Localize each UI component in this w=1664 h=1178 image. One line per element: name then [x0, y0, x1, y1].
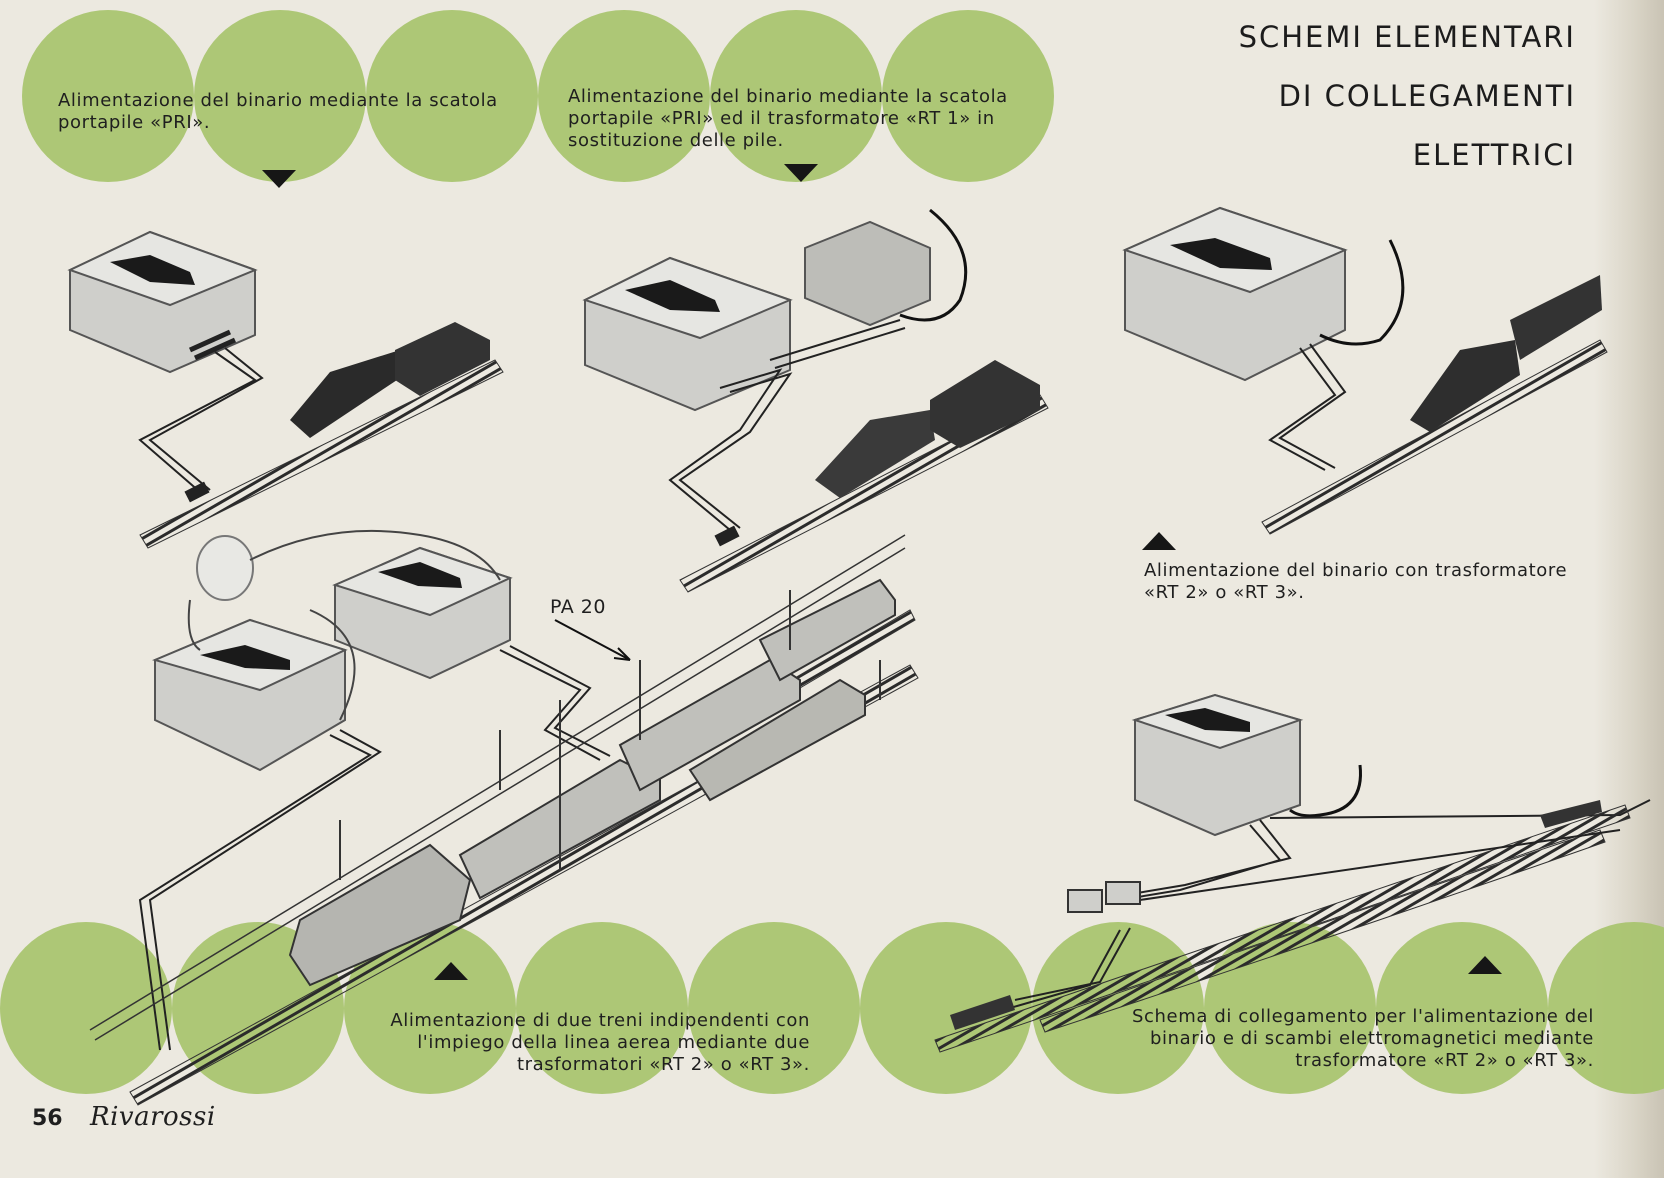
brand-logo-rivarossi: Rivarossi [90, 1102, 216, 1132]
title-line-2: DI COLLEGAMENTI [1278, 79, 1576, 113]
diagram-points-wiring [934, 693, 1651, 1053]
decor-circle [538, 10, 710, 182]
decor-circle [22, 10, 194, 182]
decor-circle [516, 922, 688, 1094]
diagram-two-trains-overhead [89, 529, 919, 1106]
pointer-down-triangle [784, 164, 818, 182]
caption-two-trains-overhead: Alimentazione di due treni indipendenti … [390, 1010, 810, 1075]
decor-circle [710, 10, 882, 182]
decor-circle [0, 922, 172, 1094]
diagram-pri-rt1 [582, 208, 1049, 593]
decor-circle [882, 10, 1054, 182]
caption-rt2-rt3: Alimentazione del binario con trasformat… [1144, 560, 1568, 603]
page-title: SCHEMI ELEMENTARI DI COLLEGAMENTI ELETTR… [1239, 8, 1576, 185]
title-line-3: ELETTRICI [1412, 138, 1576, 172]
caption-points-wiring: Schema di collegamento per l'alimentazio… [1132, 1006, 1594, 1071]
decor-circle [194, 10, 366, 182]
pointer-down-triangle [262, 170, 296, 188]
title-line-1: SCHEMI ELEMENTARI [1238, 20, 1576, 54]
pointer-up-triangle [1142, 532, 1176, 550]
diagram-pri-battery-box [67, 230, 504, 549]
decor-circle [1376, 922, 1548, 1094]
caption-pri-rt1: Alimentazione del binario mediante la sc… [568, 86, 1008, 151]
page-number: 56 [32, 1106, 63, 1131]
pa20-callout-label: PA 20 [550, 596, 606, 618]
diagram-rt2-rt3 [1122, 206, 1608, 535]
decor-circle [688, 922, 860, 1094]
caption-pri-battery: Alimentazione del binario mediante la sc… [58, 90, 498, 133]
pointer-up-triangle [434, 962, 468, 980]
pointer-up-triangle [1468, 956, 1502, 974]
decor-circle [366, 10, 538, 182]
